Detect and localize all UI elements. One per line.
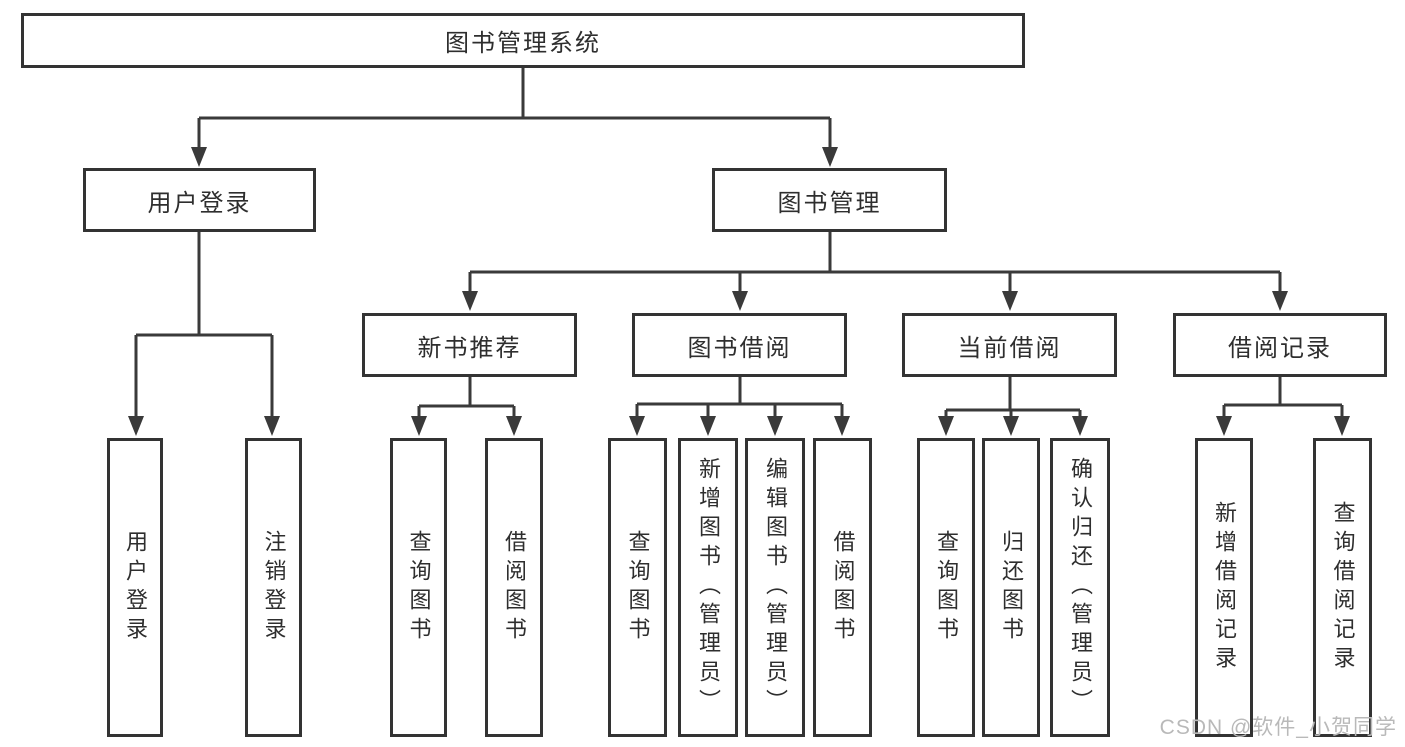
- node-root-label: 图书管理系统: [445, 30, 601, 57]
- arrowhead: [264, 416, 280, 436]
- leaf-edit-book-admin-label: 编辑图书（管理员）: [763, 457, 788, 718]
- arrowhead: [411, 416, 427, 436]
- leaf-query-book-borrow: 查询图书: [608, 438, 667, 737]
- leaf-return-book: 归还图书: [982, 438, 1040, 737]
- node-user-login-label: 用户登录: [147, 189, 252, 217]
- arrowhead: [732, 291, 748, 311]
- node-current-borrow-label: 当前借阅: [957, 334, 1062, 362]
- node-book-borrow: 图书借阅: [632, 313, 847, 377]
- connector-current-borrow: [944, 377, 1082, 419]
- connector-book-management: [468, 232, 1282, 294]
- leaf-query-borrow-record: 查询借阅记录: [1313, 438, 1372, 737]
- leaf-return-book-label: 归还图书: [999, 529, 1024, 646]
- leaf-query-book-recommend-label: 查询图书: [406, 529, 432, 646]
- arrowhead: [1334, 416, 1350, 436]
- leaf-confirm-return-admin: 确认归还（管理员）: [1050, 438, 1110, 737]
- leaf-borrow-book-label: 借阅图书: [830, 529, 856, 646]
- leaf-add-book-admin: 新增图书（管理员）: [678, 438, 738, 737]
- node-current-borrow: 当前借阅: [902, 313, 1117, 377]
- arrowhead: [1272, 291, 1288, 311]
- connector-book-borrow: [635, 377, 844, 419]
- leaf-edit-book-admin: 编辑图书（管理员）: [745, 438, 805, 737]
- arrowhead: [1003, 416, 1019, 436]
- leaf-confirm-return-admin-label: 确认归还（管理员）: [1068, 457, 1093, 718]
- node-borrow-record-label: 借阅记录: [1228, 334, 1332, 362]
- arrowhead: [629, 416, 645, 436]
- node-user-login: 用户登录: [83, 168, 316, 232]
- arrowhead: [191, 147, 207, 167]
- arrowhead: [1216, 416, 1232, 436]
- leaf-borrow-book-recommend: 借阅图书: [485, 438, 543, 737]
- leaf-query-book-current-label: 查询图书: [934, 529, 959, 646]
- arrowhead: [822, 147, 838, 167]
- arrowhead: [700, 416, 716, 436]
- leaf-query-book-recommend: 查询图书: [390, 438, 447, 737]
- node-book-management-label: 图书管理: [777, 189, 882, 217]
- node-new-book-recommend-label: 新书推荐: [417, 334, 522, 362]
- arrowhead: [128, 416, 144, 436]
- leaf-logout: 注销登录: [245, 438, 302, 737]
- leaf-logout-label: 注销登录: [261, 529, 287, 646]
- node-new-book-recommend: 新书推荐: [362, 313, 577, 377]
- arrowhead: [462, 291, 478, 311]
- leaf-add-borrow-record: 新增借阅记录: [1195, 438, 1253, 737]
- arrowhead: [767, 416, 783, 436]
- leaf-user-login: 用户登录: [107, 438, 163, 737]
- csdn-watermark: CSDN @软件_小贺同学: [1159, 716, 1397, 739]
- arrowhead: [938, 416, 954, 436]
- leaf-query-book-current: 查询图书: [917, 438, 975, 737]
- leaf-borrow-book: 借阅图书: [813, 438, 872, 737]
- node-borrow-record: 借阅记录: [1173, 313, 1387, 377]
- arrowhead: [1072, 416, 1088, 436]
- node-book-borrow-label: 图书借阅: [687, 334, 792, 362]
- node-root: 图书管理系统: [21, 13, 1025, 68]
- connector-borrow-record: [1222, 377, 1344, 419]
- arrowhead: [506, 416, 522, 436]
- connector-user-login: [134, 232, 274, 419]
- arrowhead: [834, 416, 850, 436]
- connector-root: [197, 68, 832, 150]
- leaf-user-login-label: 用户登录: [123, 529, 148, 646]
- leaf-add-book-admin-label: 新增图书（管理员）: [696, 457, 721, 718]
- arrowhead: [1002, 291, 1018, 311]
- leaf-add-borrow-record-label: 新增借阅记录: [1212, 500, 1237, 675]
- connector-new-book-recommend: [417, 377, 516, 419]
- leaf-borrow-book-recommend-label: 借阅图书: [502, 529, 527, 646]
- leaf-query-book-borrow-label: 查询图书: [625, 529, 651, 646]
- node-book-management: 图书管理: [712, 168, 947, 232]
- leaf-query-borrow-record-label: 查询借阅记录: [1330, 500, 1356, 675]
